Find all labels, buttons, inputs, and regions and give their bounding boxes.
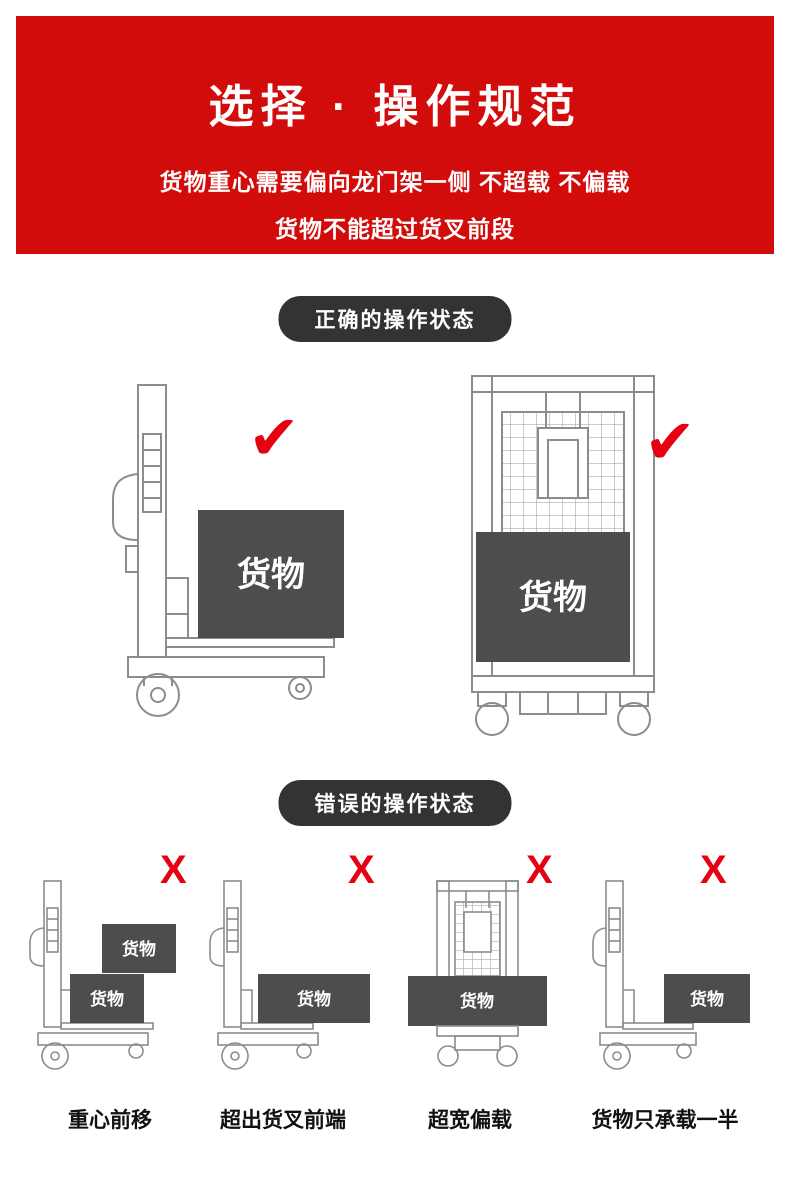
wrong-drawing-overwide-load: 货物 — [408, 880, 547, 1067]
cargo-box — [258, 974, 370, 1023]
cargo-label: 货物 — [297, 989, 331, 1009]
wrong-section-badge: 错误的操作状态 — [278, 780, 512, 826]
wrong-drawing-forward-shift: 货物 货物 — [29, 880, 176, 1070]
banner-subtitle-line2: 货物不能超过货叉前段 — [275, 216, 515, 242]
cargo-box — [102, 924, 176, 973]
cargo-label: 货物 — [122, 939, 156, 959]
cargo-box — [476, 532, 630, 662]
correct-side-view-drawing: 货物 — [112, 384, 344, 717]
x-icon: X — [700, 848, 727, 892]
wrong-item-caption: 超出货叉前端 — [220, 1109, 346, 1132]
wrong-drawing-beyond-fork: 货物 — [209, 880, 370, 1070]
correct-front-view-drawing: 货物 — [471, 375, 655, 736]
cargo-label: 货物 — [690, 989, 724, 1009]
cargo-label: 货物 — [519, 579, 587, 617]
banner-title: 选择 · 操作规范 — [208, 81, 582, 132]
wrong-drawing-half-supported: 货物 — [592, 880, 750, 1070]
wrong-item-caption: 重心前移 — [68, 1109, 152, 1132]
check-icon: ✔ — [644, 408, 696, 477]
x-icon: X — [526, 848, 553, 892]
check-icon: ✔ — [248, 404, 300, 473]
cargo-label: 货物 — [237, 556, 305, 594]
wrong-section-badge-wrap: 错误的操作状态 — [278, 780, 512, 826]
x-icon: X — [160, 848, 187, 892]
cargo-label: 货物 — [90, 989, 124, 1009]
cargo-box — [70, 974, 144, 1023]
wrong-item-caption: 超宽偏载 — [428, 1109, 512, 1132]
correct-section-badge: 正确的操作状态 — [278, 296, 512, 342]
cargo-box — [664, 974, 750, 1023]
correct-section-badge-wrap: 正确的操作状态 — [278, 296, 512, 342]
wrong-item-caption: 货物只承载一半 — [591, 1109, 739, 1132]
promo-banner: 选择 · 操作规范 货物重心需要偏向龙门架一侧 不超载 不偏载 货物不能超过货叉… — [16, 16, 774, 254]
cargo-box — [408, 976, 547, 1026]
banner-subtitle-line1: 货物重心需要偏向龙门架一侧 不超载 不偏载 — [159, 169, 631, 195]
cargo-box — [198, 510, 344, 638]
x-icon: X — [348, 848, 375, 892]
cargo-label: 货物 — [460, 991, 494, 1011]
